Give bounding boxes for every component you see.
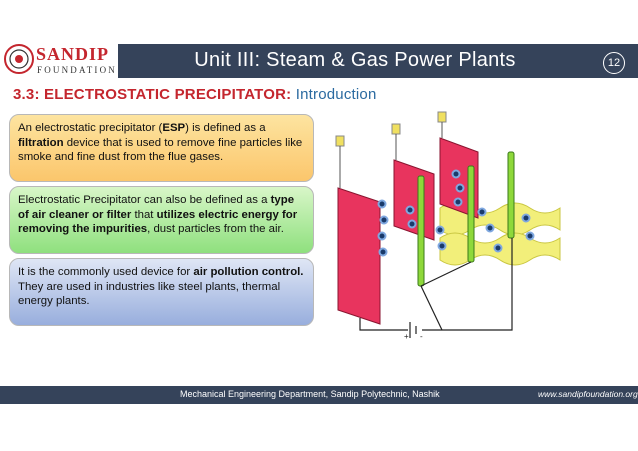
bold-text: air pollution control.	[193, 266, 304, 278]
text: An electrostatic precipitator (	[18, 122, 163, 134]
section-heading: 3.3: ELECTROSTATIC PRECIPITATOR: Introdu…	[13, 86, 377, 103]
text: that	[131, 208, 157, 221]
bold-text: type of air cleaner or filter	[18, 194, 295, 221]
bold-text: ESP	[162, 122, 186, 134]
usage-box: It is the commonly used device for air p…	[9, 258, 314, 326]
text: , dust particles from the air.	[147, 223, 284, 235]
gas-flow-waves	[439, 202, 561, 266]
text: Electrostatic Precipitator can also be d…	[18, 194, 271, 206]
battery-plus-label: +	[404, 332, 409, 340]
text: ) is defined as a	[185, 122, 266, 134]
definition-box: An electrostatic precipitator (ESP) is d…	[9, 114, 314, 182]
logo-seal-icon	[4, 44, 34, 74]
page-number: 12	[603, 52, 625, 74]
battery-minus-label: -	[420, 332, 423, 340]
bold-text: filtration	[18, 136, 64, 149]
footer-department: Mechanical Engineering Department, Sandi…	[180, 389, 440, 399]
esp-diagram: + -	[335, 111, 561, 340]
text: device that is used to remove fine parti…	[18, 136, 303, 164]
footer-bar	[0, 386, 638, 404]
section-topic: Introduction	[295, 86, 377, 103]
plate	[337, 187, 381, 325]
footer-url: www.sandipfoundation.org	[538, 389, 638, 399]
alternate-definition-box: Electrostatic Precipitator can also be d…	[9, 186, 314, 254]
logo-name: SANDIP	[36, 44, 110, 64]
bold-text: utilizes electric energy for removing th…	[18, 208, 298, 236]
section-label: 3.3: ELECTROSTATIC PRECIPITATOR:	[13, 86, 292, 103]
page-title: Unit III: Steam & Gas Power Plants	[194, 49, 516, 71]
circuit-wires	[359, 238, 513, 338]
charged-particles	[377, 169, 535, 257]
text: They are used in industries like steel p…	[18, 280, 281, 308]
logo-subtitle: FOUNDATION	[37, 65, 117, 75]
terminal-connectors	[335, 111, 447, 188]
text: It is the commonly used device for	[18, 266, 194, 278]
discharge-rods	[417, 151, 515, 287]
